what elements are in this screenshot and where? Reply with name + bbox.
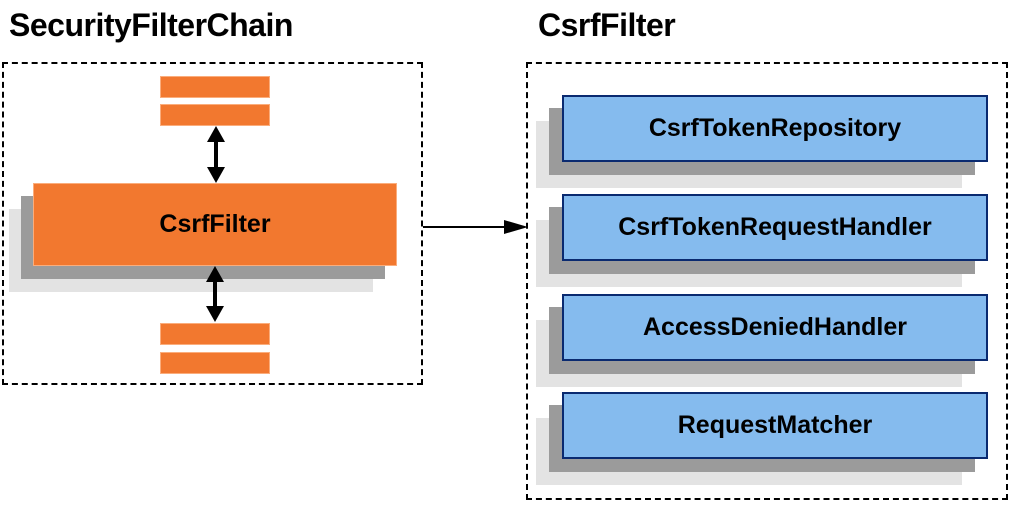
filter-placeholder-bar-top-1 [160, 76, 270, 98]
security-filter-chain-container [2, 62, 423, 385]
left-panel-title: SecurityFilterChain [9, 7, 293, 43]
component-box-label: RequestMatcher [677, 411, 873, 439]
double-arrow-icon-bottom [206, 266, 224, 322]
filter-placeholder-bar-top-2 [160, 104, 270, 126]
filter-placeholder-bar-bottom-2 [160, 352, 270, 374]
component-box-label: CsrfTokenRepository [648, 114, 902, 142]
filter-placeholder-bar-bottom-1 [160, 323, 270, 345]
csrf-filter-container [526, 62, 1008, 500]
right-panel-title: CsrfFilter [538, 7, 676, 43]
component-box-access-denied-handler: AccessDeniedHandler [562, 294, 988, 361]
component-box-label: AccessDeniedHandler [642, 313, 907, 341]
double-arrow-icon-top [207, 126, 225, 183]
connector-arrow-icon [423, 220, 528, 234]
component-box-csrf-token-request-handler: CsrfTokenRequestHandler [562, 194, 988, 261]
component-box-label: CsrfTokenRequestHandler [618, 213, 932, 241]
csrf-filter-box: CsrfFilter [33, 183, 397, 266]
component-box-request-matcher: RequestMatcher [562, 392, 988, 459]
component-box-csrf-token-repository: CsrfTokenRepository [562, 95, 988, 162]
csrf-filter-box-label: CsrfFilter [159, 210, 271, 238]
